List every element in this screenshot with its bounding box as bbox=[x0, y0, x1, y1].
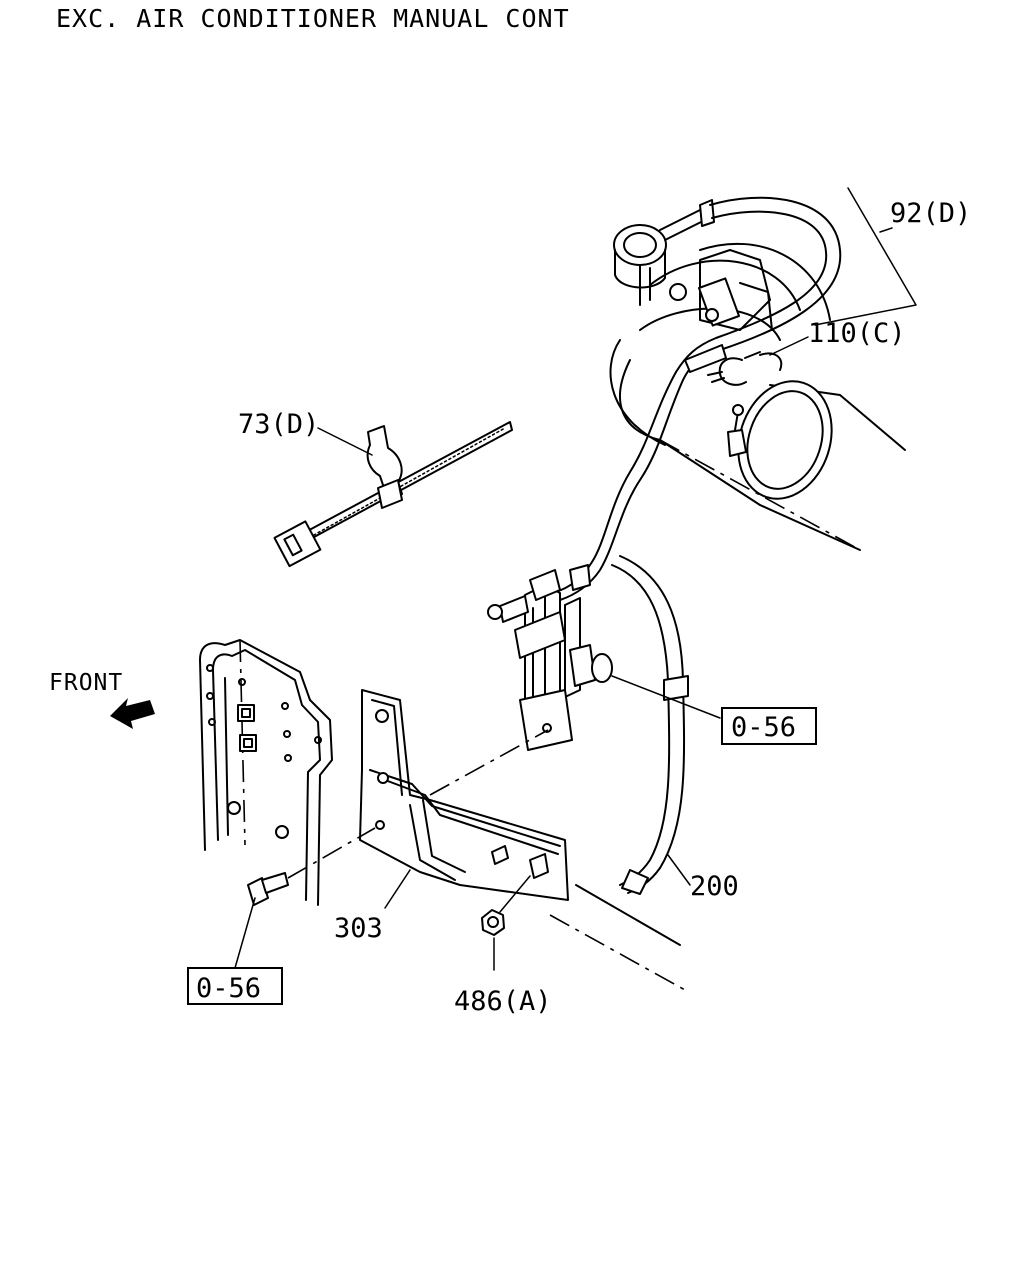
vacuum-hose-200 bbox=[549, 555, 689, 991]
diagram-title: EXC. AIR CONDITIONER MANUAL CONT bbox=[56, 4, 570, 33]
front-arrow-icon bbox=[110, 698, 155, 729]
callout-92d: 92(D) bbox=[890, 198, 971, 229]
ref-box-bottom bbox=[187, 967, 283, 1005]
leader-ref-bottom bbox=[234, 897, 256, 969]
leader-200 bbox=[667, 854, 691, 886]
ref-box-top bbox=[721, 707, 817, 745]
cable-tie-73d bbox=[273, 421, 513, 568]
leader-nut-stud bbox=[499, 875, 531, 913]
leader-110c bbox=[769, 336, 809, 356]
solenoid-valve bbox=[487, 564, 613, 751]
exhaust-brake-valve bbox=[613, 199, 715, 306]
callout-110c: 110(C) bbox=[808, 318, 906, 349]
leader-92d bbox=[814, 187, 917, 326]
exhaust-pipe bbox=[609, 242, 906, 551]
callout-ref-top: 0-56 bbox=[731, 712, 796, 743]
callout-200: 200 bbox=[690, 871, 739, 902]
leader-303 bbox=[384, 869, 411, 909]
nut-486a bbox=[481, 909, 505, 936]
leader-73d bbox=[317, 427, 373, 456]
callout-ref-bottom: 0-56 bbox=[196, 973, 261, 1004]
callout-303: 303 bbox=[334, 913, 383, 944]
leader-92d-tick bbox=[879, 227, 893, 233]
hose-clip-110c bbox=[707, 351, 783, 386]
cab-side-panel bbox=[199, 639, 333, 906]
callout-486a: 486(A) bbox=[454, 986, 552, 1017]
leader-ref-top bbox=[611, 675, 721, 719]
callout-73d: 73(D) bbox=[238, 409, 319, 440]
bolt bbox=[247, 827, 376, 906]
bracket-303 bbox=[359, 689, 569, 901]
front-label: FRONT bbox=[49, 670, 123, 696]
